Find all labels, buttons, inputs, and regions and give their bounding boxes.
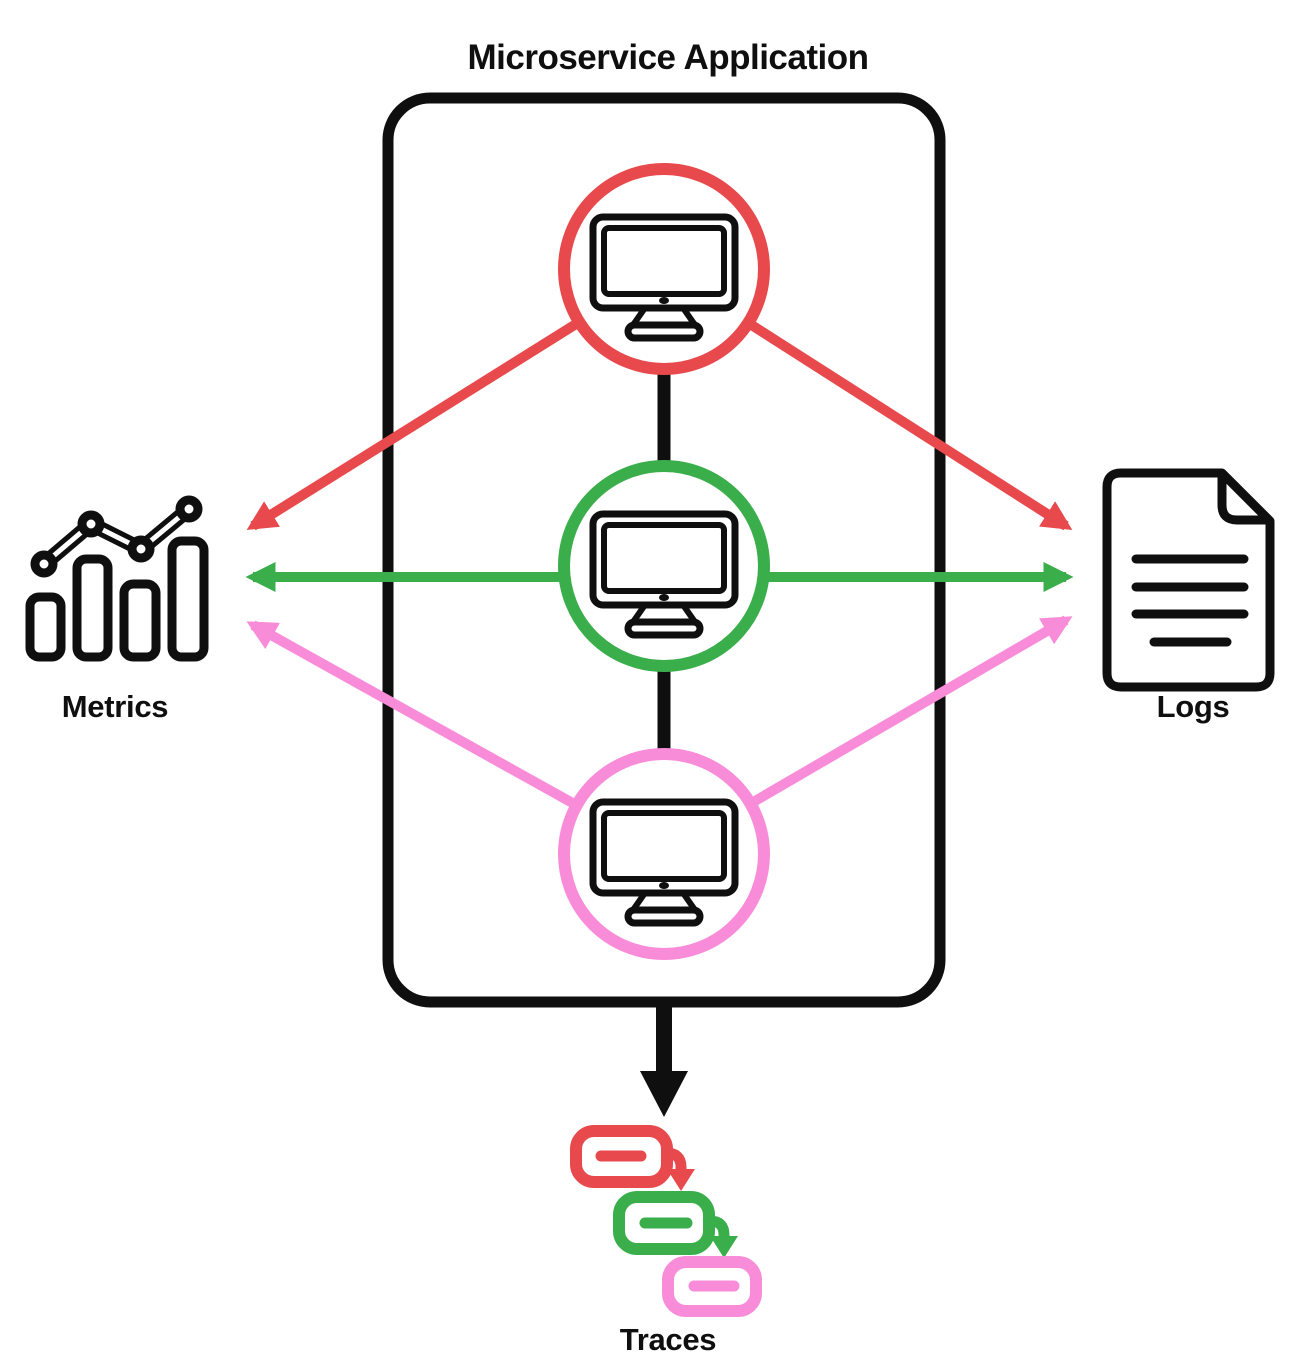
diagram-title: Microservice Application (467, 38, 870, 77)
trace-arrow-green-head (710, 1236, 738, 1258)
metrics-point-2 (77, 510, 105, 538)
logs-folded-corner (1217, 471, 1272, 525)
service-node-red (558, 163, 770, 375)
logs-label: Logs (1156, 689, 1230, 724)
trace-arrow-red-head (667, 1169, 695, 1191)
metrics-bar-1 (25, 592, 66, 662)
document-lines-icon (1102, 468, 1275, 692)
metrics-bar-3 (119, 579, 161, 662)
metrics-point-1 (30, 550, 58, 578)
service-node-pink (558, 748, 770, 960)
metrics-trend-line-inner (42, 507, 191, 566)
traces-flow-arrow-head (640, 1071, 688, 1117)
metrics-bar-2 (72, 554, 113, 662)
bar-chart-trend-icon (25, 495, 209, 662)
metrics-label: Metrics (61, 689, 169, 724)
logs-document-outline (1102, 468, 1275, 692)
metrics-point-4 (175, 495, 203, 523)
trace-waterfall-spans-icon (570, 1125, 762, 1317)
metrics-bar-4 (167, 536, 209, 662)
service-node-green (558, 460, 770, 672)
traces-label: Traces (619, 1322, 717, 1357)
metrics-point-3 (127, 535, 155, 563)
